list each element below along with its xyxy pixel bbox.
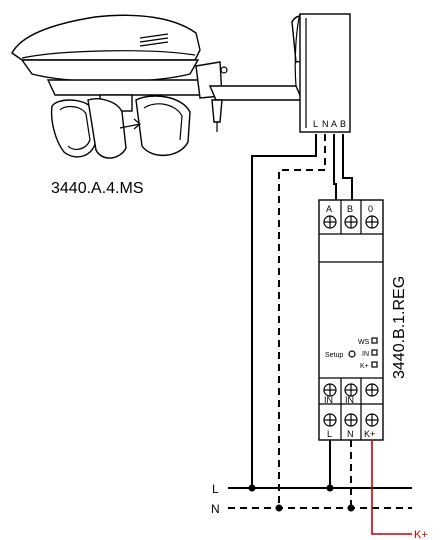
output-wire: K+ bbox=[371, 440, 428, 540]
output-label: K+ bbox=[414, 529, 428, 540]
junction-dot bbox=[347, 504, 355, 512]
screw-terminal-icon bbox=[344, 413, 358, 427]
led-ws-icon bbox=[371, 337, 378, 344]
sensor-model-label: 3440.A.4.MS bbox=[51, 180, 144, 197]
screw-terminal-icon bbox=[323, 383, 337, 397]
junction-dot bbox=[248, 484, 256, 492]
screw-terminal-icon bbox=[323, 215, 337, 229]
screw-terminal-icon bbox=[365, 413, 379, 427]
supply-lines: L N bbox=[211, 440, 412, 516]
phase-line-label: L bbox=[212, 482, 219, 496]
indicator-ws-label: WS bbox=[358, 339, 370, 346]
module-terminal-B: B bbox=[347, 204, 353, 214]
indicator-in-label: IN bbox=[362, 351, 369, 358]
weather-sensor bbox=[11, 13, 351, 159]
junction-dot bbox=[275, 504, 283, 512]
led-k-icon bbox=[371, 361, 378, 368]
module-terminal-A: A bbox=[326, 204, 332, 214]
module-bottom-terminals: L N K+ bbox=[323, 413, 379, 439]
bottom-terminal-N: N bbox=[347, 429, 354, 439]
module-controls: Setup WS IN K+ bbox=[325, 337, 378, 370]
bottom-terminal-L: L bbox=[327, 429, 332, 439]
module-model-label: 3440.B.1.REG bbox=[391, 276, 408, 379]
screw-terminal-icon bbox=[323, 413, 337, 427]
setup-button-icon bbox=[348, 350, 356, 358]
sensor-terminal-B: B bbox=[340, 119, 346, 129]
sensor-terminal-A: A bbox=[331, 119, 337, 129]
indicator-k-label: K+ bbox=[360, 363, 369, 370]
screw-terminal-icon bbox=[344, 215, 358, 229]
input-terminal-1-label: IN bbox=[324, 395, 333, 405]
junction-dot bbox=[326, 484, 334, 492]
bottom-terminal-K: K+ bbox=[364, 429, 375, 439]
sensor-wiring bbox=[251, 134, 353, 508]
screw-terminal-icon bbox=[365, 215, 379, 229]
module-terminal-0: 0 bbox=[368, 204, 373, 214]
sensor-terminal-labels: L N A B bbox=[313, 119, 346, 129]
led-in-icon bbox=[371, 349, 378, 356]
module-input-terminals: IN IN bbox=[323, 383, 379, 405]
screw-terminal-icon bbox=[344, 383, 358, 397]
input-terminal-2-label: IN bbox=[345, 395, 354, 405]
din-module bbox=[318, 199, 384, 441]
module-top-terminals: A B 0 bbox=[323, 204, 379, 229]
screw-terminal-icon bbox=[365, 383, 379, 397]
setup-label: Setup bbox=[325, 352, 343, 359]
sensor-terminal-N: N bbox=[322, 119, 329, 129]
sensor-terminal-L: L bbox=[313, 119, 318, 129]
neutral-line-label: N bbox=[211, 502, 220, 516]
